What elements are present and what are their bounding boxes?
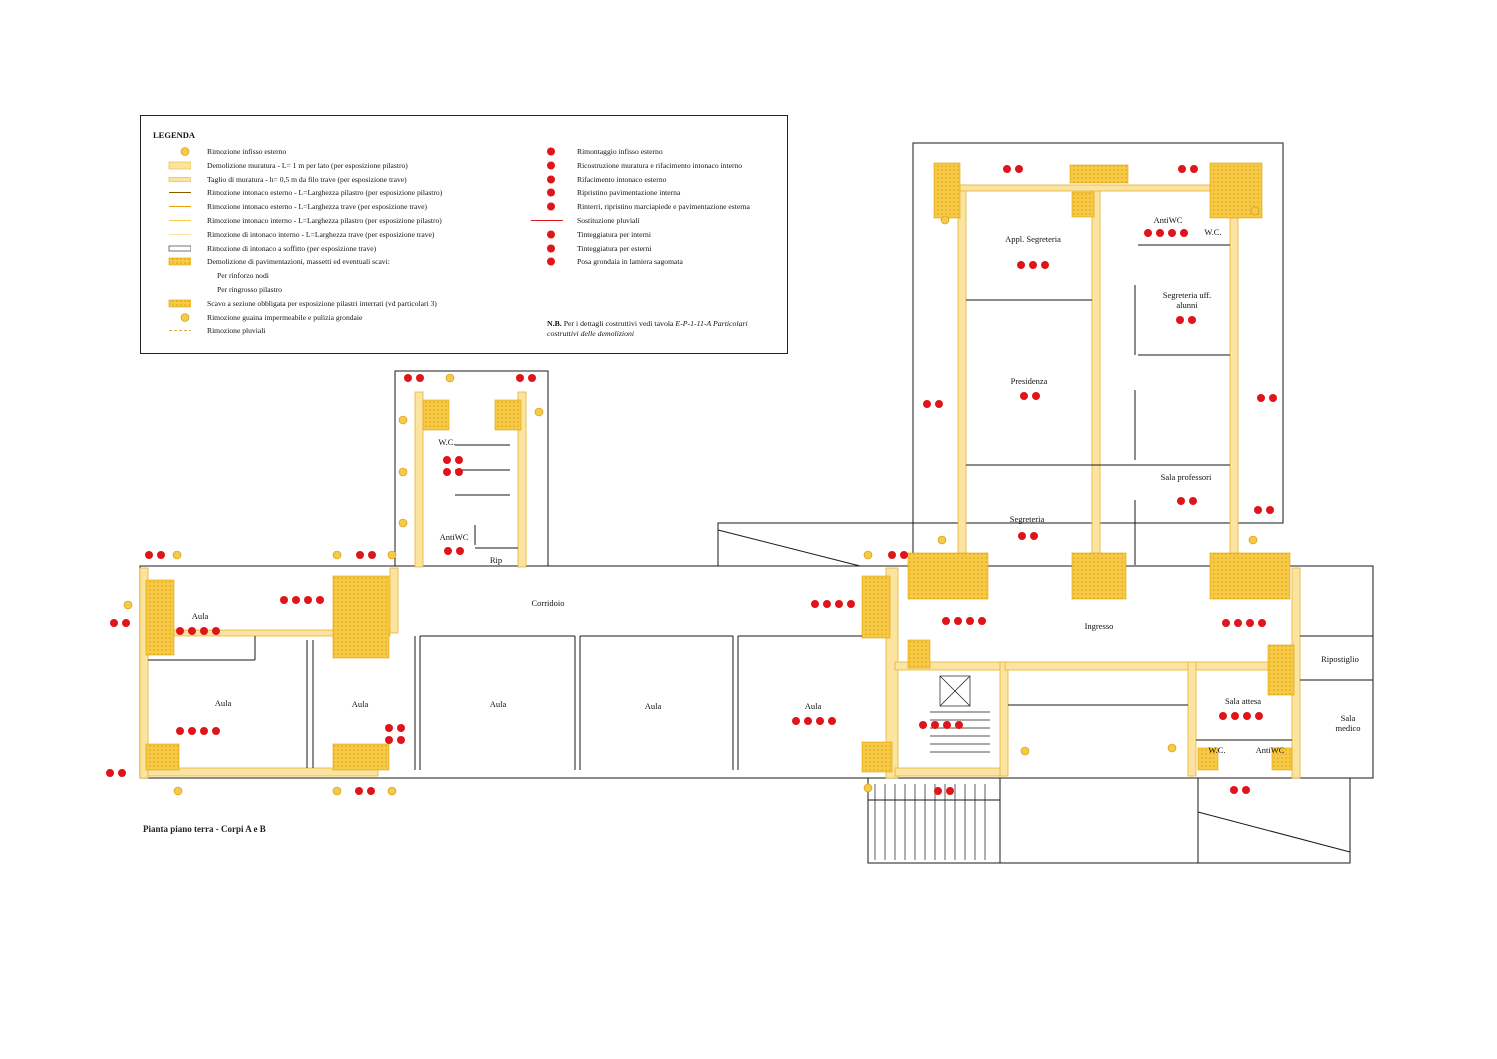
room-antiwc-top: AntiWC — [1153, 215, 1183, 225]
room-sala-professori: Sala professori — [1160, 472, 1212, 482]
room-corridoio: Corridoio — [531, 598, 565, 608]
room-wc-mid: W.C. — [438, 437, 456, 447]
legend-item-label: Tinteggiatura per esterni — [577, 243, 652, 253]
note-ref: E-P-1-11-A Particolari costruttivi delle… — [547, 319, 748, 338]
legend-item-label: Demolizione muratura - L= 1 m per lato (… — [207, 160, 408, 170]
legend-item-label: Rimontaggio infisso esterno — [577, 147, 663, 156]
legend-title: LEGENDA — [153, 130, 196, 140]
room-wc-top: W.C. — [1204, 227, 1222, 237]
room-ingresso: Ingresso — [1084, 621, 1114, 631]
room-sala-medico: Sala medico — [1335, 713, 1361, 733]
room-antiwc-bottom: AntiWC — [1255, 745, 1285, 755]
legend-item-label: Taglio di muratura - h= 0,5 m da filo tr… — [207, 174, 407, 184]
room-aula-5: Aula — [644, 701, 662, 711]
room-aula-3: Aula — [351, 699, 369, 709]
legend-item-label: Rimozione intonaco interno - L=Larghezza… — [207, 216, 442, 225]
pavement-demolition — [145, 162, 1295, 773]
legend-item-label: Tinteggiatura per interni — [577, 229, 651, 239]
room-antiwc-mid: AntiWC — [439, 532, 469, 542]
note-head: N.B. — [547, 319, 562, 328]
legend-item-label: Per ringrosso pilastro — [217, 285, 282, 294]
legend-item-label: Posa grondaia in lamiera sagomata — [577, 257, 683, 267]
legend-item-label: Per rinforzo nodi — [217, 271, 269, 281]
interior-walls — [148, 244, 1373, 863]
legend-note: N.B. Per i dettagli costruttivi vedi tav… — [547, 319, 777, 339]
legend-item-label: Rimozione di intonaco interno - L=Larghe… — [207, 229, 435, 239]
room-wc-bottom: W.C. — [1208, 745, 1226, 755]
room-presidenza: Presidenza — [1010, 376, 1048, 386]
legend-item-label: Scavo a sezione obbligata per esposizion… — [207, 298, 437, 308]
room-aula-6: Aula — [804, 701, 822, 711]
room-sala-attesa: Sala attesa — [1224, 696, 1262, 706]
stairs — [874, 675, 990, 860]
legend-item-label: Sostituzione pluviali — [577, 216, 640, 225]
note-text: Per i dettagli costruttivi vedi tavola — [563, 319, 674, 328]
yellow-markers — [123, 206, 1260, 796]
room-aula-2: Aula — [214, 698, 232, 708]
room-ripostiglio: Ripostiglio — [1321, 654, 1359, 664]
room-segreteria-uff: Segreteria uff. alunni — [1162, 290, 1212, 310]
legend-item-label: Rimozione intonaco esterno - L=Larghezza… — [207, 188, 443, 198]
drawing-caption: Pianta piano terra - Corpi A e B — [143, 824, 266, 834]
room-segreteria: Segreteria — [1009, 514, 1045, 524]
red-markers — [106, 165, 1277, 795]
legend-item-label: Rimozione di intonaco a soffitto (per es… — [207, 243, 377, 253]
legend-item-label: Rimozione guaina impermeabile e pulizia … — [207, 312, 363, 322]
room-aula-4: Aula — [489, 699, 507, 709]
legend-item-label: Rimozione infisso esterno — [207, 147, 287, 156]
room-rip: Rip — [489, 555, 503, 565]
legend-item-label: Rinterri, ripristino marciapiede e pavim… — [577, 202, 750, 212]
legend-item-label: Demolizione di pavimentazioni, massetti … — [207, 257, 390, 267]
legend-item-label: Ripristino pavimentazione interna — [577, 188, 681, 198]
room-aula-1: Aula — [191, 611, 209, 621]
legend-item-label: Rimozione pluviali — [207, 326, 266, 336]
legend-item-label: Rimozione intonaco esterno - L=Larghezza… — [207, 202, 428, 212]
legend-item-label: Ricostruzione muratura e rifacimento int… — [577, 160, 743, 170]
room-appl-segreteria: Appl. Segreteria — [1005, 234, 1061, 244]
legend-item-label: Rifacimento intonaco esterno — [577, 174, 667, 184]
